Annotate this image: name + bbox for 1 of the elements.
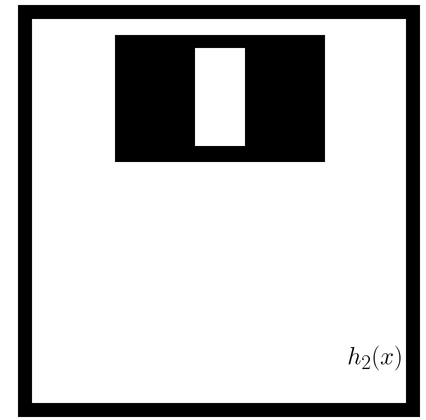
formula-label: $h_2(x)$ bbox=[348, 346, 401, 370]
